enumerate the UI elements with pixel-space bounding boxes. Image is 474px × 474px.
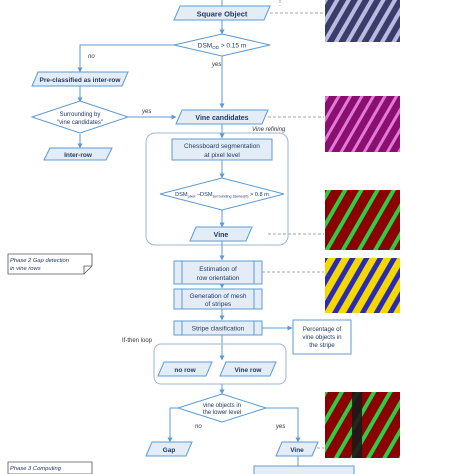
decision-lower-level-line2: the lower level (203, 410, 241, 416)
decision-surrounding: Surrounding by "vine candidates" (30, 100, 130, 134)
node-preclassified: Pre-classified as inter-row (31, 71, 129, 87)
phase3-note: Phase 3 Computing (7, 461, 93, 474)
vine-refining-group (145, 132, 289, 246)
node-mesh-line1: Generation of mesh (189, 293, 246, 300)
node-percentage-line1: Percentage of (303, 326, 342, 333)
edge-label-yes-2: yes (141, 109, 151, 115)
node-no-row-label: no row (174, 367, 196, 374)
node-stripe-clasification-label: Stripe clasification (192, 326, 245, 333)
node-vine: Vine (189, 226, 253, 242)
decision-dsm-pixel-label: DSMpixel –DSMsurrounding 3series(0) > 0.… (175, 192, 269, 199)
if-then-loop-label: If-then loop (122, 338, 153, 344)
decision-dsm-pixel: DSMpixel –DSMsurrounding 3series(0) > 0.… (159, 177, 285, 211)
edge-label-yes-1: yes (211, 62, 221, 68)
phase2-line1: Phase 2 Gap detection (10, 258, 69, 264)
decision-surrounding-line1: Surrounding by (60, 112, 101, 118)
image-vine (325, 190, 400, 250)
node-square-object-label: Square Object (197, 10, 248, 19)
node-percentage-line2: vine objects in (302, 334, 342, 341)
phase2-line2: in vine rows (10, 266, 41, 272)
node-percentage: Percentage of vine objects in the stripe (292, 319, 352, 355)
node-mesh-line2: of stripes (205, 301, 232, 308)
node-vine-candidates-label: Vine candidates (195, 115, 248, 122)
phase3-label: Phase 3 Computing (10, 466, 62, 472)
decision-dsm-od: DSMOD > 0.15 m (173, 33, 271, 57)
node-mesh: Generation of mesh of stripes (173, 288, 263, 310)
node-gap: Gap (145, 441, 193, 457)
phase2-note: Phase 2 Gap detection in vine rows (7, 253, 93, 275)
node-chessboard: Chessboard segmentation at pixel level (171, 138, 273, 161)
edge-label-yes-3: yes (275, 424, 285, 430)
node-vine-bottom: Vine (275, 441, 319, 457)
node-chessboard-line1: Chessboard segmentation (184, 143, 260, 150)
node-chessboard-line2: at pixel level (204, 152, 240, 159)
edge-label-no-2: no (195, 424, 202, 430)
node-square-object: Square Object (173, 5, 271, 21)
decision-lower-level-line1: vine objects in (203, 403, 241, 409)
image-gap-detection (325, 392, 400, 458)
vine-refining-label: Vine refining (252, 127, 286, 133)
node-no-row: no row (157, 361, 213, 377)
node-estimation-line2: row orientation (197, 275, 240, 282)
node-vine-row-label: Vine row (235, 367, 263, 374)
decision-lower-level: vine objects in the lower level (176, 393, 268, 423)
if-then-loop-group (153, 343, 287, 385)
image-vine-candidates (325, 96, 400, 152)
image-row-orientation (325, 258, 400, 313)
node-estimation-line1: Estimation of (199, 266, 237, 273)
decision-surrounding-line2: "vine candidates" (57, 120, 103, 126)
image-square-object (325, 0, 400, 42)
node-vine-candidates: Vine candidates (175, 109, 269, 125)
node-percentage-line3: the stripe (309, 342, 335, 349)
node-preclassified-label: Pre-classified as inter-row (40, 77, 122, 84)
node-bottom-partial (253, 465, 355, 474)
node-stripe-clasification: Stripe clasification (173, 320, 263, 336)
node-estimation: Estimation of row orientation (173, 260, 263, 285)
node-vine-bottom-label: Vine (290, 447, 304, 454)
node-inter-row: Inter-row (43, 147, 113, 161)
node-vine-row: Vine row (219, 361, 277, 377)
edge-label-no-1: no (88, 54, 95, 60)
node-vine-label: Vine (214, 232, 229, 239)
node-gap-label: Gap (163, 447, 176, 454)
node-inter-row-label: Inter-row (64, 152, 93, 159)
decision-dsm-od-label: DSMOD > 0.15 m (198, 43, 246, 51)
